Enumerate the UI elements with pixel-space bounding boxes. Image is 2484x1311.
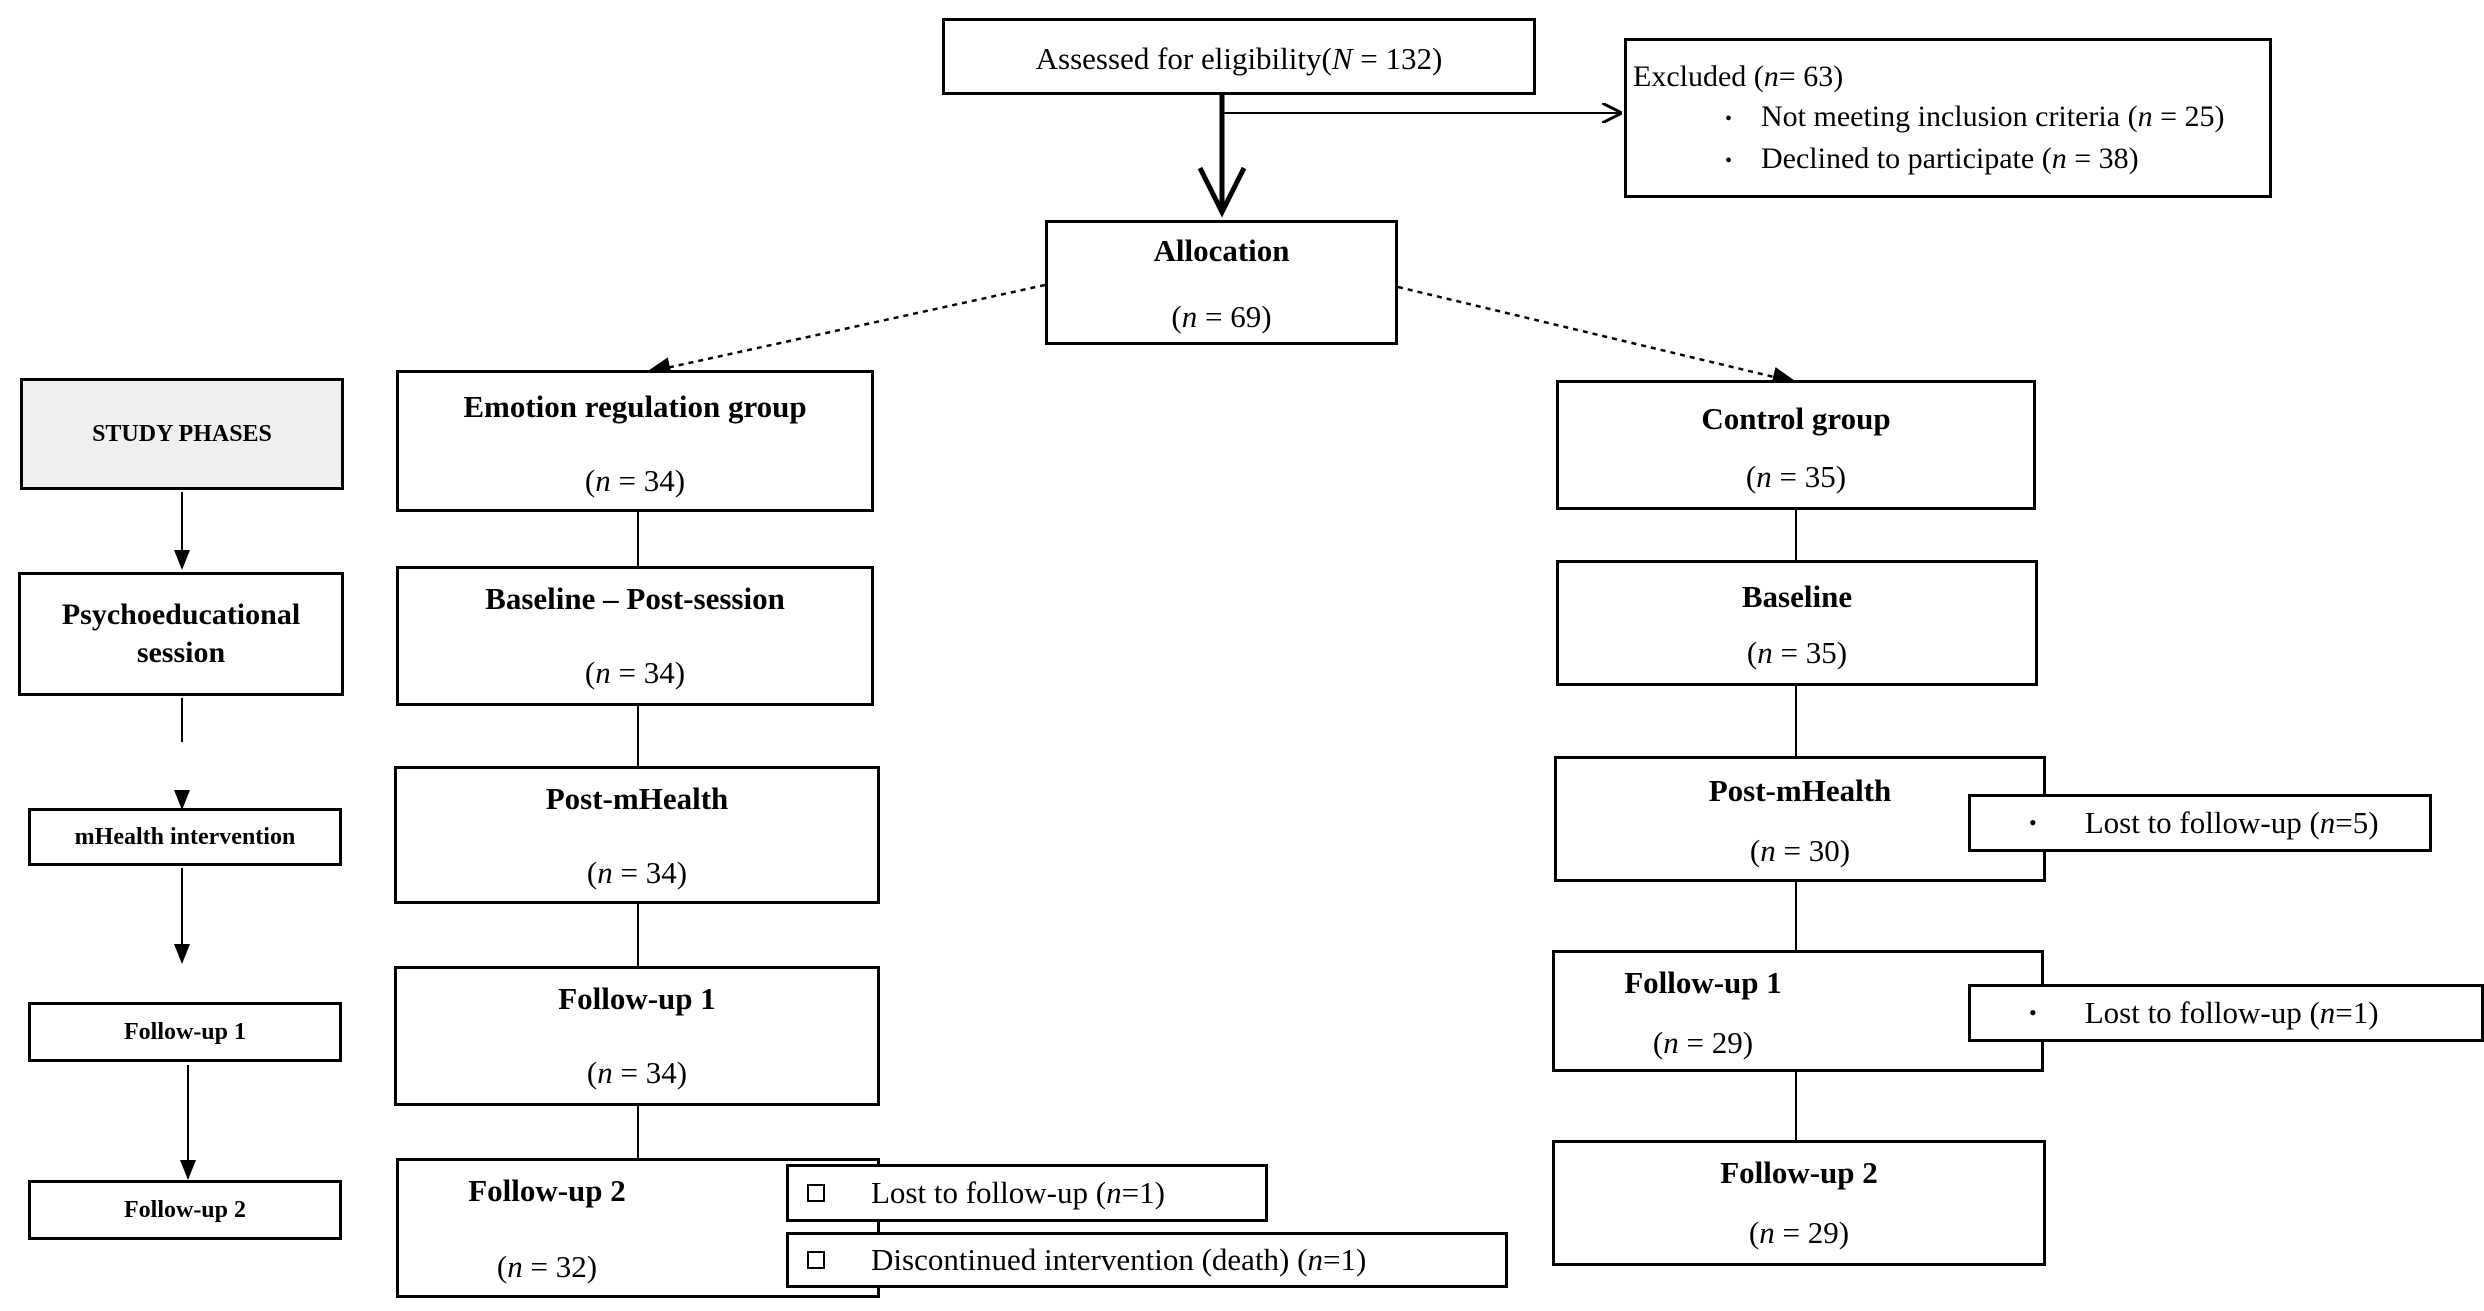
- stage-title: Baseline – Post-session: [485, 581, 785, 616]
- emotion-follow-up-2-box: Follow-up 2 (n = 32): [396, 1158, 880, 1298]
- dropout-label: Lost to follow-up: [871, 1175, 1088, 1210]
- emotion-dropout-box: Lost to follow-up (n = 1): [786, 1164, 1268, 1222]
- allocation-title: Allocation: [1153, 233, 1290, 268]
- excluded-reason: Not meeting inclusion criteria: [1761, 100, 2121, 133]
- control-post-mhealth-box: Post-mHealth (n = 30): [1554, 756, 2046, 882]
- stage-n: 32: [555, 1249, 587, 1284]
- stage-title: Emotion regulation group: [463, 389, 807, 424]
- phase-psychoeducational-session: Psychoeducational session: [18, 572, 344, 696]
- stage-title: Follow-up 2: [1720, 1155, 1878, 1190]
- stage-n: 30: [1808, 833, 1840, 868]
- excluded-heading: Excluded: [1633, 60, 1747, 93]
- emotion-follow-up-1-box: Follow-up 1 (n = 34): [394, 966, 880, 1106]
- stage-title: Follow-up 2: [468, 1173, 626, 1208]
- control-group-box: Control group (n = 35): [1556, 380, 2036, 510]
- stage-n: 29: [1807, 1215, 1839, 1250]
- phase-mhealth-intervention: mHealth intervention: [28, 808, 342, 866]
- stage-n: 34: [643, 463, 675, 498]
- emotion-post-mhealth-box: Post-mHealth (n = 34): [394, 766, 880, 904]
- control-dropout-box: • Lost to follow-up (n = 5): [1968, 794, 2432, 852]
- stage-title: Follow-up 1: [1624, 965, 1782, 1000]
- control-baseline-box: Baseline (n = 35): [1556, 560, 2038, 686]
- excluded-box: Excluded (n= 63) •Not meeting inclusion …: [1624, 38, 2272, 198]
- emotion-baseline-box: Baseline – Post-session (n = 34): [396, 566, 874, 706]
- excluded-n: 63: [1803, 60, 1834, 93]
- stage-n: 35: [1804, 459, 1836, 494]
- excluded-reason: Declined to participate: [1761, 142, 2035, 176]
- allocation-to-emotion-arrow: [645, 283, 1046, 377]
- dropout-label: Lost to follow-up: [2084, 995, 2302, 1030]
- checkbox-icon: [807, 1251, 825, 1269]
- allocation-to-control-arrow: [1397, 285, 1798, 387]
- dropout-n: 1: [1340, 1242, 1356, 1277]
- stage-n: 35: [1805, 635, 1837, 670]
- dropout-n: 5: [2352, 805, 2369, 840]
- stage-n: 34: [645, 855, 677, 890]
- bullet-icon: •: [2029, 1000, 2037, 1025]
- bullet-icon: •: [2029, 810, 2037, 835]
- allocation-box: Allocation (n = 69): [1045, 220, 1398, 345]
- study-phases-header: STUDY PHASES: [20, 378, 344, 490]
- checkbox-icon: [807, 1184, 825, 1202]
- eligibility-n: 132: [1385, 41, 1433, 76]
- stage-title: Follow-up 1: [558, 981, 716, 1016]
- dropout-n: 1: [1139, 1175, 1155, 1210]
- dropout-label: Lost to follow-up: [2084, 805, 2302, 840]
- stage-title: Control group: [1701, 401, 1891, 436]
- phase-follow-up-2: Follow-up 2: [28, 1180, 342, 1240]
- phase-follow-up-1: Follow-up 1: [28, 1002, 342, 1062]
- stage-n: 34: [645, 1055, 677, 1090]
- dropout-n: 1: [2352, 995, 2369, 1030]
- allocation-n: 69: [1230, 299, 1262, 334]
- control-follow-up-2-box: Follow-up 2 (n = 29): [1552, 1140, 2046, 1266]
- stage-title: Baseline: [1741, 579, 1853, 614]
- emotion-group-box: Emotion regulation group (n = 34): [396, 370, 874, 512]
- stage-n: 34: [643, 655, 675, 690]
- stage-title: Post-mHealth: [1708, 773, 1892, 808]
- stage-title: Post-mHealth: [545, 781, 729, 816]
- control-follow-up-1-box: Follow-up 1 (n = 29): [1552, 950, 2044, 1072]
- emotion-dropout-box: Discontinued intervention (death) (n = 1…: [786, 1232, 1508, 1288]
- eligibility-box: Assessed for eligibility(N = 132): [942, 18, 1536, 95]
- control-dropout-box: • Lost to follow-up (n = 1): [1968, 984, 2484, 1042]
- eligibility-label: Assessed for eligibility: [1035, 41, 1322, 76]
- dropout-label: Discontinued intervention (death): [871, 1242, 1290, 1277]
- stage-n: 29: [1711, 1025, 1743, 1060]
